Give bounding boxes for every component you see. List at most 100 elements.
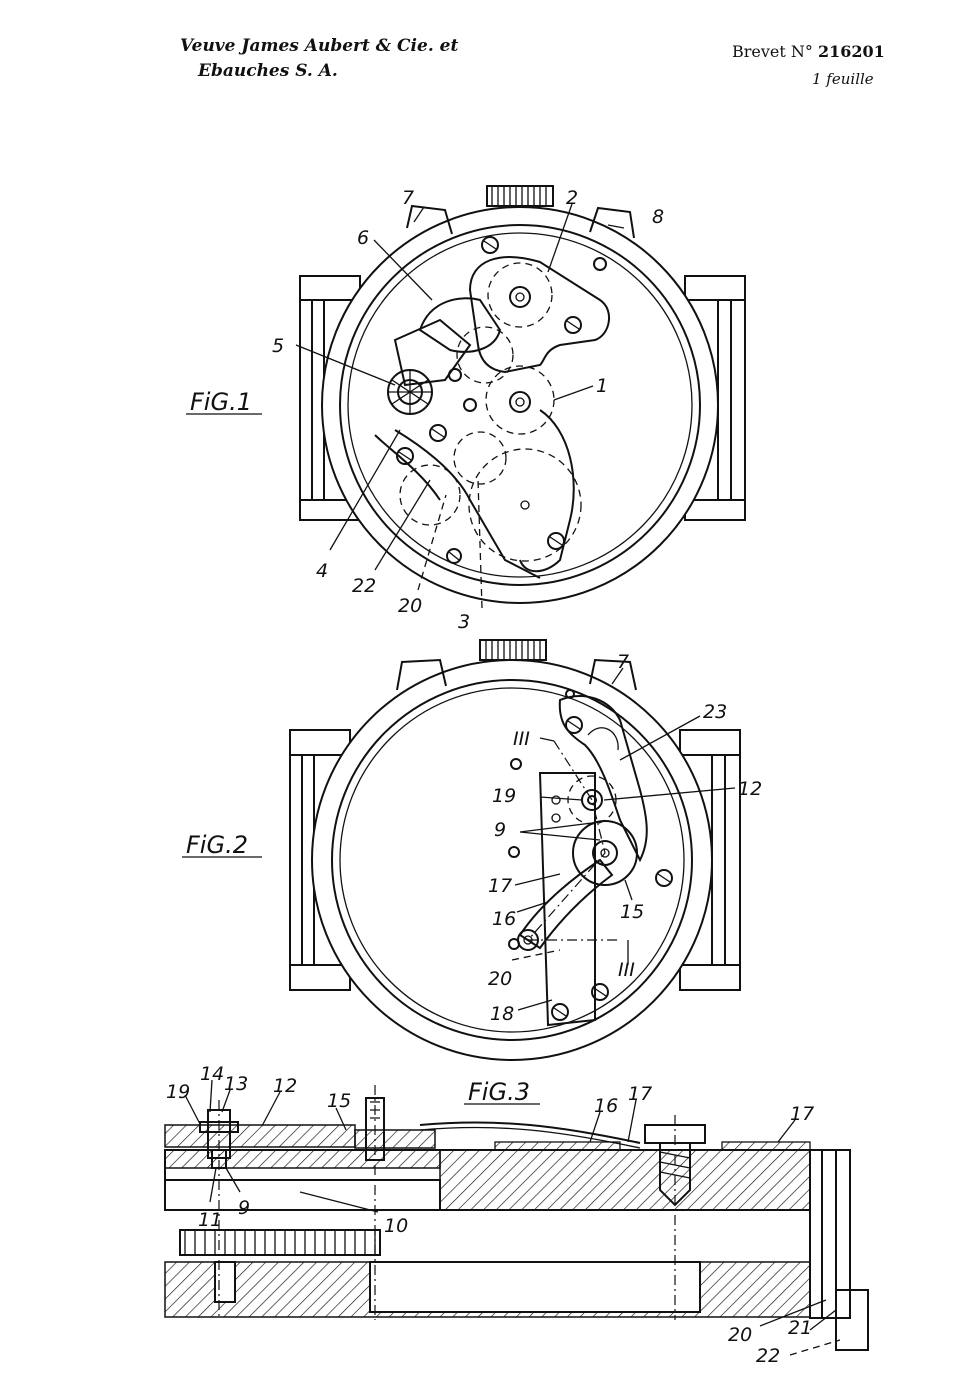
fig3-label: 13 [224,1073,248,1095]
fig1-crown [486,185,554,207]
fig1-case-inner [347,232,693,578]
fig3-spring-16 [419,1121,641,1144]
fig1-hammer [393,318,472,387]
fig2-label: 19 [492,785,516,807]
fig1-case-ring [339,224,701,586]
fig2-case-outer [311,659,713,1061]
fig3-bottom-cavity [369,1261,701,1313]
fig1-wheel-2-hub [509,286,531,308]
fig1-label: 5 [272,335,284,357]
fig1-barrel-pivot [520,500,530,510]
fig2-leader-9 [519,821,601,841]
fig2-right-strap-edges [680,754,740,966]
fig1-spring-wire [374,434,441,501]
fig3-wheel-10 [164,1179,441,1211]
fig3-label: 15 [327,1090,351,1112]
fig2-wheel-19-pivot [587,795,597,805]
fig1-bridge-upper [468,256,610,374]
fig1-leader-3 [477,479,483,609]
fig1-leader-20 [417,494,447,591]
fig3-bottom-pivot [214,1261,236,1303]
fig1-leader-6 [373,239,433,301]
fig2-leader-20 [511,949,561,961]
fig3-label: 12 [273,1075,297,1097]
fig1-label: 2 [566,187,578,209]
fig3-bridge-12 [164,1124,356,1148]
fig1-brake-lever [394,429,541,579]
fig2-left-strap [289,729,351,991]
fig3-case-22 [835,1289,869,1351]
fig1-leader-4 [329,429,401,551]
fig3-leader-13 [221,1089,231,1113]
fig1-crown-knurl [491,186,547,206]
fig1-label: 1 [596,375,608,397]
fig1-wheel-2 [487,262,553,328]
fig3-leader-17a [627,1099,637,1143]
fig2-pusher-7 [589,658,637,691]
fig1-label: 6 [357,227,369,249]
fig1-label: 20 [398,595,422,617]
fig3-label: 16 [594,1095,618,1117]
fig1-leader-1 [553,385,594,401]
fig1-label: 8 [652,206,664,228]
fig3-label: 17 [790,1103,814,1125]
fig2-label: 16 [492,908,516,930]
fig1-wheel-lower [453,431,507,485]
patent-number-value: 216201 [817,42,885,61]
fig1-wheel-1-hub [509,391,531,413]
fig2-caption: FiG.2 [186,831,248,859]
fig2-lever-23 [558,695,648,863]
fig2-label: 9 [494,819,506,841]
fig2-leader-7 [611,667,624,685]
fig3-label: 14 [200,1063,224,1085]
fig2-crown-knurl [485,640,541,660]
fig2-label: 17 [488,875,512,897]
fig1-right-strap-edges [685,299,745,501]
fig1-leader-22 [374,479,431,571]
fig2-crown [479,639,547,661]
fig1-case-outer [321,206,719,604]
fig3-gear-teeth [184,1230,376,1255]
fig3-plate-hatched-left [164,1149,441,1169]
fig3-leader-14 [209,1079,213,1113]
fig1-leader-8 [607,224,625,229]
fig3-label: 22 [756,1345,780,1367]
fig3-leader-16 [589,1111,601,1143]
fig2-lever-16 [518,858,614,950]
fig2-leader-18 [517,999,553,1011]
fig1-wheel-2-pivot [515,292,525,302]
fig2-leader-15 [624,879,633,901]
fig3-label: 21 [788,1317,812,1339]
fig1-screws [396,236,607,564]
fig1-wheel-intermediate [456,326,514,384]
figure-1: 7 2 8 6 5 1 4 22 20 3 FiG.1 [186,185,746,633]
fig2-pusher-left [396,658,447,691]
fig3-label: 10 [384,1215,408,1237]
fig2-label: 20 [488,968,512,990]
figure-3: 19 14 13 12 15 16 17 17 11 9 10 20 21 22… [164,1063,869,1367]
fig2-label: 12 [738,778,762,800]
fig3-pusher-housing [809,1149,851,1319]
fig3-plate-17-left [494,1141,621,1151]
fig2-leader-19 [539,796,583,801]
fig1-wheel-22 [399,464,461,526]
fig2-wheel-15-pivot [600,848,610,858]
fig3-label: 19 [166,1081,190,1103]
fig2-leader-23 [619,715,701,761]
figure-2: 7 23 III 19 12 9 17 16 15 20 III 18 FiG.… [182,639,762,1061]
fig2-leader-12 [603,787,736,801]
fig1-column-wheel-teeth [388,370,432,414]
applicant-line-2: Ebauches S. A. [198,61,338,81]
applicant-line-1: Veuve James Aubert & Cie. et [180,36,459,56]
fig3-gear-lower [179,1229,381,1256]
fig2-left-strap-edges [290,754,350,966]
fig1-caption: FiG.1 [190,388,252,416]
fig2-label: 7 [617,651,629,673]
fig2-leader-17 [514,873,561,886]
fig3-leader-17b [777,1119,796,1143]
fig1-label: 4 [316,560,328,582]
sheet-count: 1 feuille [812,70,874,88]
fig3-leader-22 [789,1339,841,1356]
